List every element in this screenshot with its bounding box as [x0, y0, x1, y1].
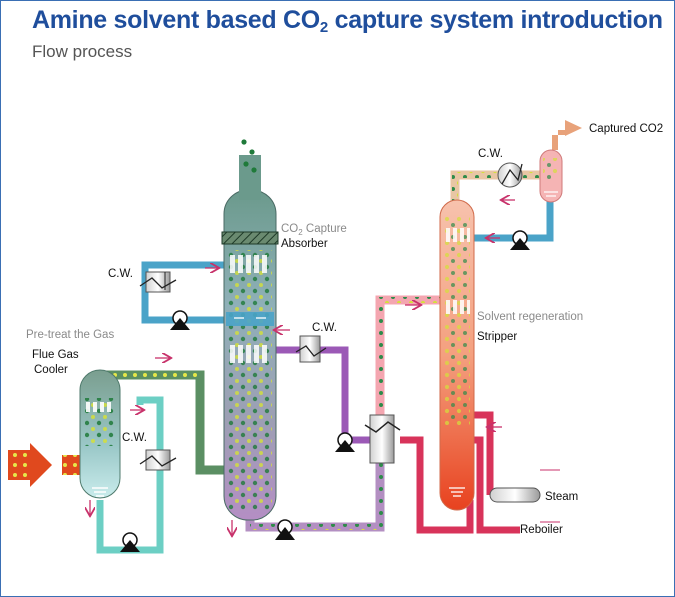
reflux-line	[470, 200, 554, 242]
stripper-column	[439, 199, 475, 511]
pump-reflux	[510, 230, 530, 250]
lean-solvent-return	[275, 346, 380, 444]
label-stripper: Stripper	[477, 331, 517, 343]
cooler-water-loop	[96, 396, 164, 554]
label-flue-gas-1: Flue Gas	[32, 349, 79, 361]
label-reboiler: Reboiler	[520, 524, 563, 536]
label-cw-cooler: C.W.	[122, 432, 147, 444]
page-title: Amine solvent based CO2 capture system i…	[32, 6, 663, 36]
reboiler-loop	[470, 411, 494, 495]
page-subtitle: Flow process	[32, 42, 133, 61]
reflux-drum	[539, 149, 563, 203]
stripper-bottom-loop	[416, 500, 474, 534]
pump-rich-solvent	[275, 519, 295, 540]
cooler-cw-exchanger	[139, 449, 177, 471]
gas-line-dots	[100, 372, 225, 473]
absorber-cooler-exchanger	[139, 271, 177, 293]
absorber-column	[221, 139, 279, 521]
label-co2-capture: CO2 Capture	[281, 223, 347, 237]
label-pretreat: Pre-treat the Gas	[26, 329, 114, 341]
captured-co2-arrow	[552, 120, 582, 150]
label-cw-absorber: C.W.	[108, 268, 133, 280]
pump-absorber-loop	[170, 310, 190, 330]
flue-gas-cooler-vessel	[79, 369, 121, 499]
label-cw-lean: C.W.	[312, 322, 337, 334]
label-steam: Steam	[545, 491, 578, 503]
lean-rich-heat-exchanger	[364, 414, 401, 464]
label-flue-gas-2: Cooler	[34, 364, 68, 376]
label-solvent-regeneration: Solvent regeneration	[477, 311, 583, 323]
lean-trim-cooler	[295, 335, 327, 363]
label-absorber: Absorber	[281, 238, 328, 250]
label-cw-condenser: C.W.	[478, 148, 503, 160]
pump-lean-solvent	[335, 432, 355, 452]
label-captured-co2: Captured CO2	[589, 123, 663, 135]
pump-cooler-loop	[120, 532, 140, 552]
reboiler-exchanger	[489, 469, 560, 523]
rich-to-stripper	[375, 295, 440, 415]
overhead-condenser	[497, 162, 523, 188]
